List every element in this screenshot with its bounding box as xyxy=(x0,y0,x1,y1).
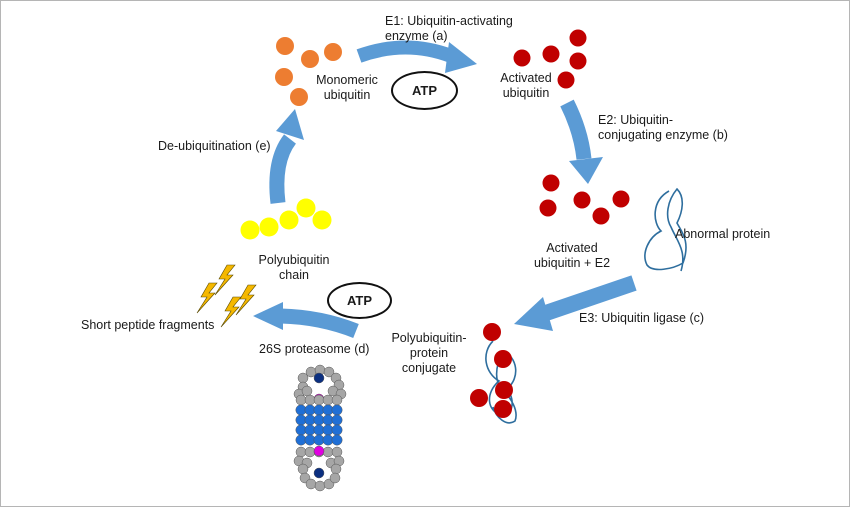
activated-ubiquitin-e2-molecule xyxy=(612,190,630,208)
activated-ubiquitin-label: Activated ubiquitin xyxy=(500,71,552,100)
proteasome-beta-subunit xyxy=(331,434,343,446)
peptide-fragment xyxy=(220,296,242,328)
arrow-e3 xyxy=(514,275,637,331)
proteasome-alpha-subunit xyxy=(313,394,325,406)
activated-ubiquitin-group xyxy=(513,29,587,89)
proteasome-alpha-subunit xyxy=(295,394,307,406)
proteasome-beta-subunit xyxy=(331,404,343,416)
proteasome-alpha-subunit xyxy=(322,446,334,458)
monomeric-ubiquitin-molecule xyxy=(301,50,319,68)
peptide-fragments-group xyxy=(196,264,257,328)
atp-badge-e1: ATP xyxy=(391,71,458,110)
proteasome-cap-subunit xyxy=(330,463,342,475)
activated-ubiquitin-molecule xyxy=(542,45,560,63)
abnormal-protein-label: Abnormal protein xyxy=(675,227,771,241)
proteasome-alpha-subunit xyxy=(331,446,343,458)
monomeric-ubiquitin-molecule xyxy=(290,88,308,106)
peptide-fragment xyxy=(196,282,218,314)
polyubiquitin-molecule xyxy=(296,198,316,218)
monomeric-ubiquitin-molecule xyxy=(275,68,293,86)
proteasome-alpha-subunit xyxy=(304,446,316,458)
activated-ubiquitin-e2-group xyxy=(539,174,630,225)
e3-ligase-label: E3: Ubiquitin ligase (c) xyxy=(579,311,705,325)
proteasome-26s-graphic xyxy=(293,364,347,492)
activated-ubiquitin-e2-label: Activated ubiquitin + E2 xyxy=(533,241,611,270)
peptide-fragment xyxy=(235,284,257,316)
activated-ubiquitin-e2-molecule xyxy=(573,191,591,209)
e1-enzyme-label: E1: Ubiquitin-activating enzyme (a) xyxy=(385,14,513,43)
activated-ubiquitin-molecule xyxy=(569,52,587,70)
polyubiquitin-chain-label: Polyubiquitin chain xyxy=(258,253,330,282)
de-ubiquitination-label: De-ubiquitination (e) xyxy=(158,139,271,153)
proteasome-beta-subunit xyxy=(331,414,343,426)
arrow-proteasome xyxy=(253,302,359,338)
peptide-fragment xyxy=(214,264,236,296)
arrow-e1 xyxy=(356,40,477,73)
proteasome-cap-subunit xyxy=(297,463,309,475)
conjugate-ubiquitin-molecule xyxy=(495,381,513,399)
monomeric-ubiquitin-label: Monomeric ubiquitin xyxy=(316,73,378,102)
conjugate-protein-strand xyxy=(485,340,517,424)
polyubiquitin-molecule xyxy=(240,220,260,240)
proteasome-cap-subunit xyxy=(323,366,335,378)
proteasome-alpha-subunit xyxy=(304,394,316,406)
proteasome-alpha-subunit xyxy=(295,446,307,458)
proteasome-label: 26S proteasome (d) xyxy=(259,342,370,356)
proteasome-alpha-subunit xyxy=(331,394,343,406)
activated-ubiquitin-e2-molecule xyxy=(539,199,557,217)
e2-enzyme-label: E2: Ubiquitin- conjugating enzyme (b) xyxy=(598,113,728,142)
activated-ubiquitin-molecule xyxy=(569,29,587,47)
monomeric-ubiquitin-group xyxy=(275,37,342,106)
proteasome-beta-subunit xyxy=(331,424,343,436)
polyubiquitin-protein-conjugate-label: Polyubiquitin- protein conjugate xyxy=(391,331,467,375)
polyubiquitin-molecule xyxy=(312,210,332,230)
atp-badge-proteasome: ATP xyxy=(327,282,392,319)
proteasome-alpha-subunit xyxy=(322,394,334,406)
proteasome-cap-subunit xyxy=(301,385,313,397)
conjugate-ubiquitin-molecule xyxy=(483,323,501,341)
polyubiquitin-protein-conjugate-graphic xyxy=(470,323,517,424)
arrow-de-ubiquitination xyxy=(269,109,304,204)
proteasome-cap-subunit xyxy=(305,478,317,490)
arrow-e2 xyxy=(560,99,603,184)
polyubiquitin-molecule xyxy=(279,210,299,230)
activated-ubiquitin-e2-molecule xyxy=(542,174,560,192)
activated-ubiquitin-molecule xyxy=(557,71,575,89)
activated-ubiquitin-e2-molecule xyxy=(592,207,610,225)
proteasome-cap-subunit xyxy=(314,480,326,492)
conjugate-ubiquitin-molecule xyxy=(470,389,488,407)
monomeric-ubiquitin-molecule xyxy=(324,43,342,61)
short-peptide-fragments-label: Short peptide fragments xyxy=(81,318,215,332)
proteasome-cap-core xyxy=(313,372,325,384)
proteasome-gate xyxy=(313,445,325,457)
proteasome-cap-core xyxy=(313,467,325,479)
conjugate-ubiquitin-molecule xyxy=(494,350,512,368)
conjugate-ubiquitin-molecule xyxy=(494,400,512,418)
monomeric-ubiquitin-molecule xyxy=(276,37,294,55)
activated-ubiquitin-molecule xyxy=(513,49,531,67)
polyubiquitin-molecule xyxy=(259,217,279,237)
abnormal-protein-strand xyxy=(644,187,687,272)
proteasome-cap-subunit xyxy=(329,472,341,484)
polyubiquitin-chain-group xyxy=(240,198,332,240)
